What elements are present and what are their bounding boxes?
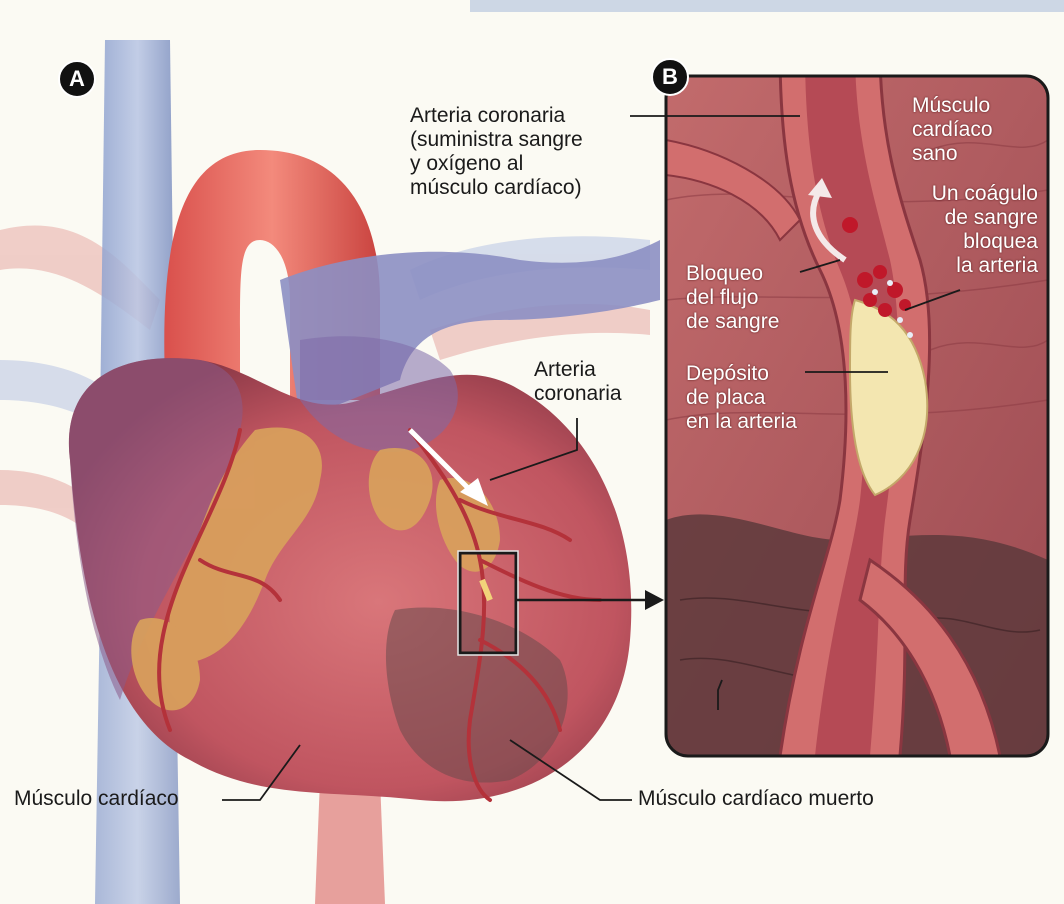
top-strip: [470, 0, 1064, 12]
panel-a-badge: A: [58, 60, 96, 98]
arrow-right-icon: [645, 590, 664, 610]
label-dead-heart-muscle: Músculo cardíaco muerto: [638, 787, 874, 811]
label-coronary-artery-mid: Arteria coronaria: [534, 358, 622, 406]
label-healthy-muscle: Músculo cardíaco sano: [912, 94, 993, 166]
label-blocked-flow: Bloqueo del flujo de sangre: [686, 262, 779, 334]
label-plaque-deposit: Depósito de placa en la arteria: [686, 362, 797, 434]
label-blood-clot: Un coágulo de sangre bloquea la arteria: [900, 182, 1038, 278]
descending-aorta: [315, 780, 385, 904]
label-coronary-artery-top: Arteria coronaria (suministra sangre y o…: [410, 104, 583, 200]
panel-b-badge: B: [651, 58, 689, 96]
label-heart-muscle: Músculo cardíaco: [14, 787, 179, 811]
